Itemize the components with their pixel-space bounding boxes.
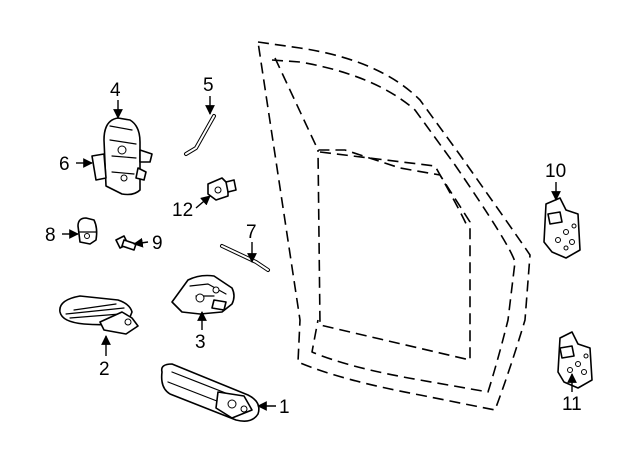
part-2-handle-rod (59, 295, 139, 335)
callout-8: 8 (45, 225, 56, 246)
callout-7: 7 (246, 222, 257, 243)
door-outline (257, 41, 531, 411)
part-8-lock-cylinder (77, 217, 98, 245)
callout-3: 3 (195, 332, 206, 353)
part-1-outside-handle (160, 363, 260, 422)
leader-12 (195, 195, 211, 209)
part-3-latch-bracket (171, 274, 235, 315)
callout-12: 12 (172, 200, 193, 221)
part-9-screw (115, 235, 137, 251)
part-7-rod (220, 244, 270, 272)
part-10-upper-hinge (543, 197, 581, 259)
part-6-clip (91, 153, 107, 181)
part-12-connector (207, 177, 237, 201)
callout-1: 1 (279, 397, 290, 418)
callout-6: 6 (59, 154, 70, 175)
callout-2: 2 (99, 359, 110, 380)
leader-9 (133, 237, 149, 248)
callout-5: 5 (203, 75, 214, 96)
part-11-lower-hinge (557, 331, 593, 389)
callout-10: 10 (545, 161, 566, 182)
callout-labels: 4 5 6 12 8 9 7 10 3 2 1 11 (45, 75, 582, 418)
part-4-latch-assembly (103, 117, 153, 196)
callout-9: 9 (152, 233, 163, 254)
callout-11: 11 (562, 394, 582, 415)
leader-lines (62, 96, 577, 411)
callout-4: 4 (110, 80, 121, 101)
part-5-rod (184, 114, 216, 156)
